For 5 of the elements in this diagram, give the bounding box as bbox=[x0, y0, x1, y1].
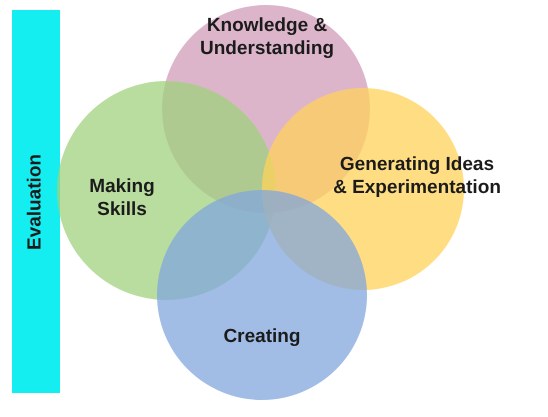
circle-label: Making Skills bbox=[88, 176, 156, 222]
bar-label: Evaluation bbox=[24, 153, 47, 250]
circle-label: Knowledge & Understanding bbox=[198, 15, 336, 61]
circle-label: Generating Ideas & Experimentation bbox=[332, 154, 502, 200]
circle-label: Creating bbox=[222, 326, 302, 349]
